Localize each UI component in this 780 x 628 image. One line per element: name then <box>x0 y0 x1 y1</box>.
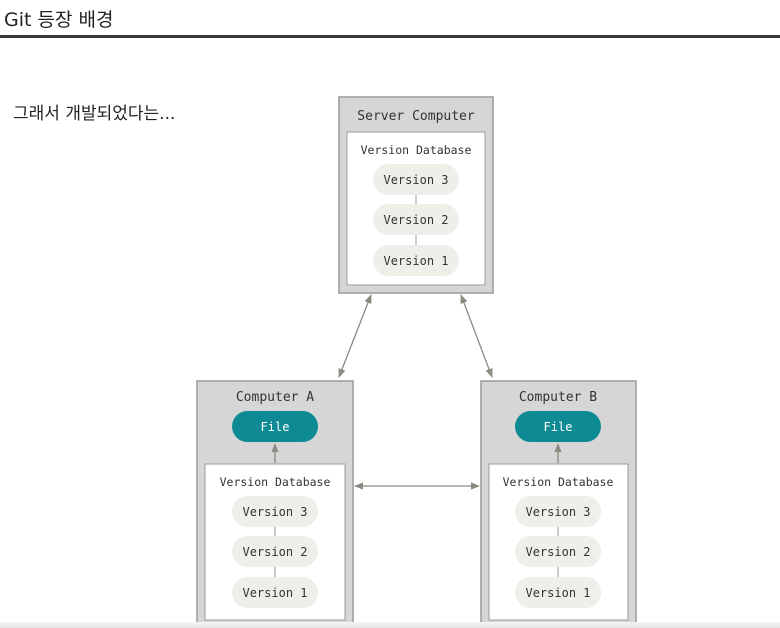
svg-text:Version 1: Version 1 <box>525 586 590 600</box>
svg-text:Version 1: Version 1 <box>242 586 307 600</box>
computer-b-version-1: Version 1 <box>515 577 601 608</box>
computer-a-version-1: Version 1 <box>232 577 318 608</box>
server-version-1: Version 1 <box>373 245 459 276</box>
server-version-3: Version 3 <box>373 164 459 195</box>
computer-b-version-2: Version 2 <box>515 536 601 567</box>
svg-text:Version 3: Version 3 <box>242 505 307 519</box>
server-computer-box: Server Computer Version Database Version… <box>338 96 494 294</box>
server-db-label: Version Database <box>361 143 472 157</box>
intro-text: 그래서 개발되었다는... <box>13 104 176 124</box>
computer-b-db-label: Version Database <box>503 475 614 489</box>
computer-b-version-3: Version 3 <box>515 496 601 527</box>
computer-a-box: Computer A File Version Database Version… <box>196 380 354 624</box>
svg-text:Version 3: Version 3 <box>383 173 448 187</box>
svg-text:Version 1: Version 1 <box>383 254 448 268</box>
svg-text:Version 2: Version 2 <box>242 545 307 559</box>
arrow-server-computer-b <box>460 294 493 378</box>
computer-a-file: File <box>232 411 318 442</box>
svg-text:Version 3: Version 3 <box>525 505 590 519</box>
computer-a-title: Computer A <box>236 390 314 405</box>
server-title: Server Computer <box>357 109 475 124</box>
svg-text:Version 2: Version 2 <box>525 545 590 559</box>
page-title: Git 등장 배경 <box>4 9 114 31</box>
bottom-edge <box>0 622 780 628</box>
computer-b-title: Computer B <box>519 390 597 405</box>
computer-a-db-label: Version Database <box>220 475 331 489</box>
svg-text:File: File <box>544 420 573 434</box>
header-divider <box>0 35 780 38</box>
svg-text:Version 2: Version 2 <box>383 213 448 227</box>
computer-b-file: File <box>515 411 601 442</box>
arrow-server-computer-a <box>338 294 372 378</box>
computer-a-version-3: Version 3 <box>232 496 318 527</box>
computer-a-version-2: Version 2 <box>232 536 318 567</box>
server-version-2: Version 2 <box>373 204 459 235</box>
computer-b-box: Computer B File Version Database Version… <box>480 380 637 624</box>
svg-text:File: File <box>261 420 290 434</box>
